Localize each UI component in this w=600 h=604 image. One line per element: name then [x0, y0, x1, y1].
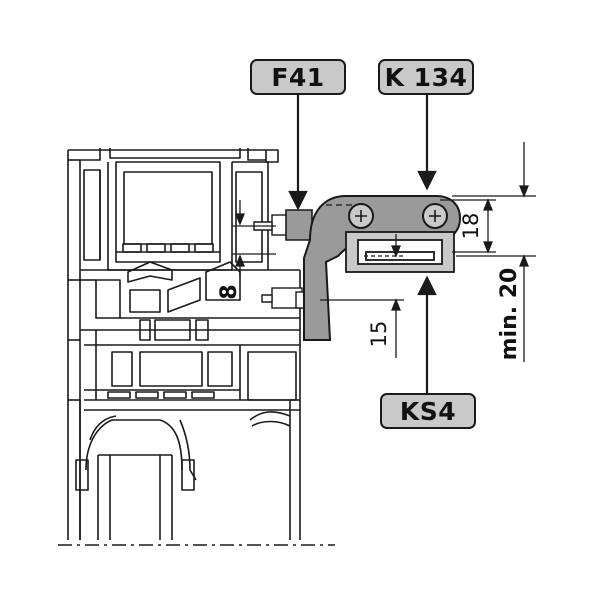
ks4-part: [345, 231, 455, 273]
callout-ks4: KS4: [380, 393, 476, 429]
callout-leaders: [288, 95, 437, 393]
dimension-15: 15: [367, 321, 391, 348]
dimension-min-20: min. 20: [497, 268, 522, 361]
dimension-8: 8: [217, 284, 242, 299]
callout-k134: K 134: [378, 59, 474, 95]
callout-f41: F41: [250, 59, 346, 95]
f41-part: [285, 209, 313, 241]
window-frame-profile: [67, 148, 301, 540]
dimension-lines: [232, 142, 536, 362]
dimension-18: 18: [459, 213, 483, 240]
